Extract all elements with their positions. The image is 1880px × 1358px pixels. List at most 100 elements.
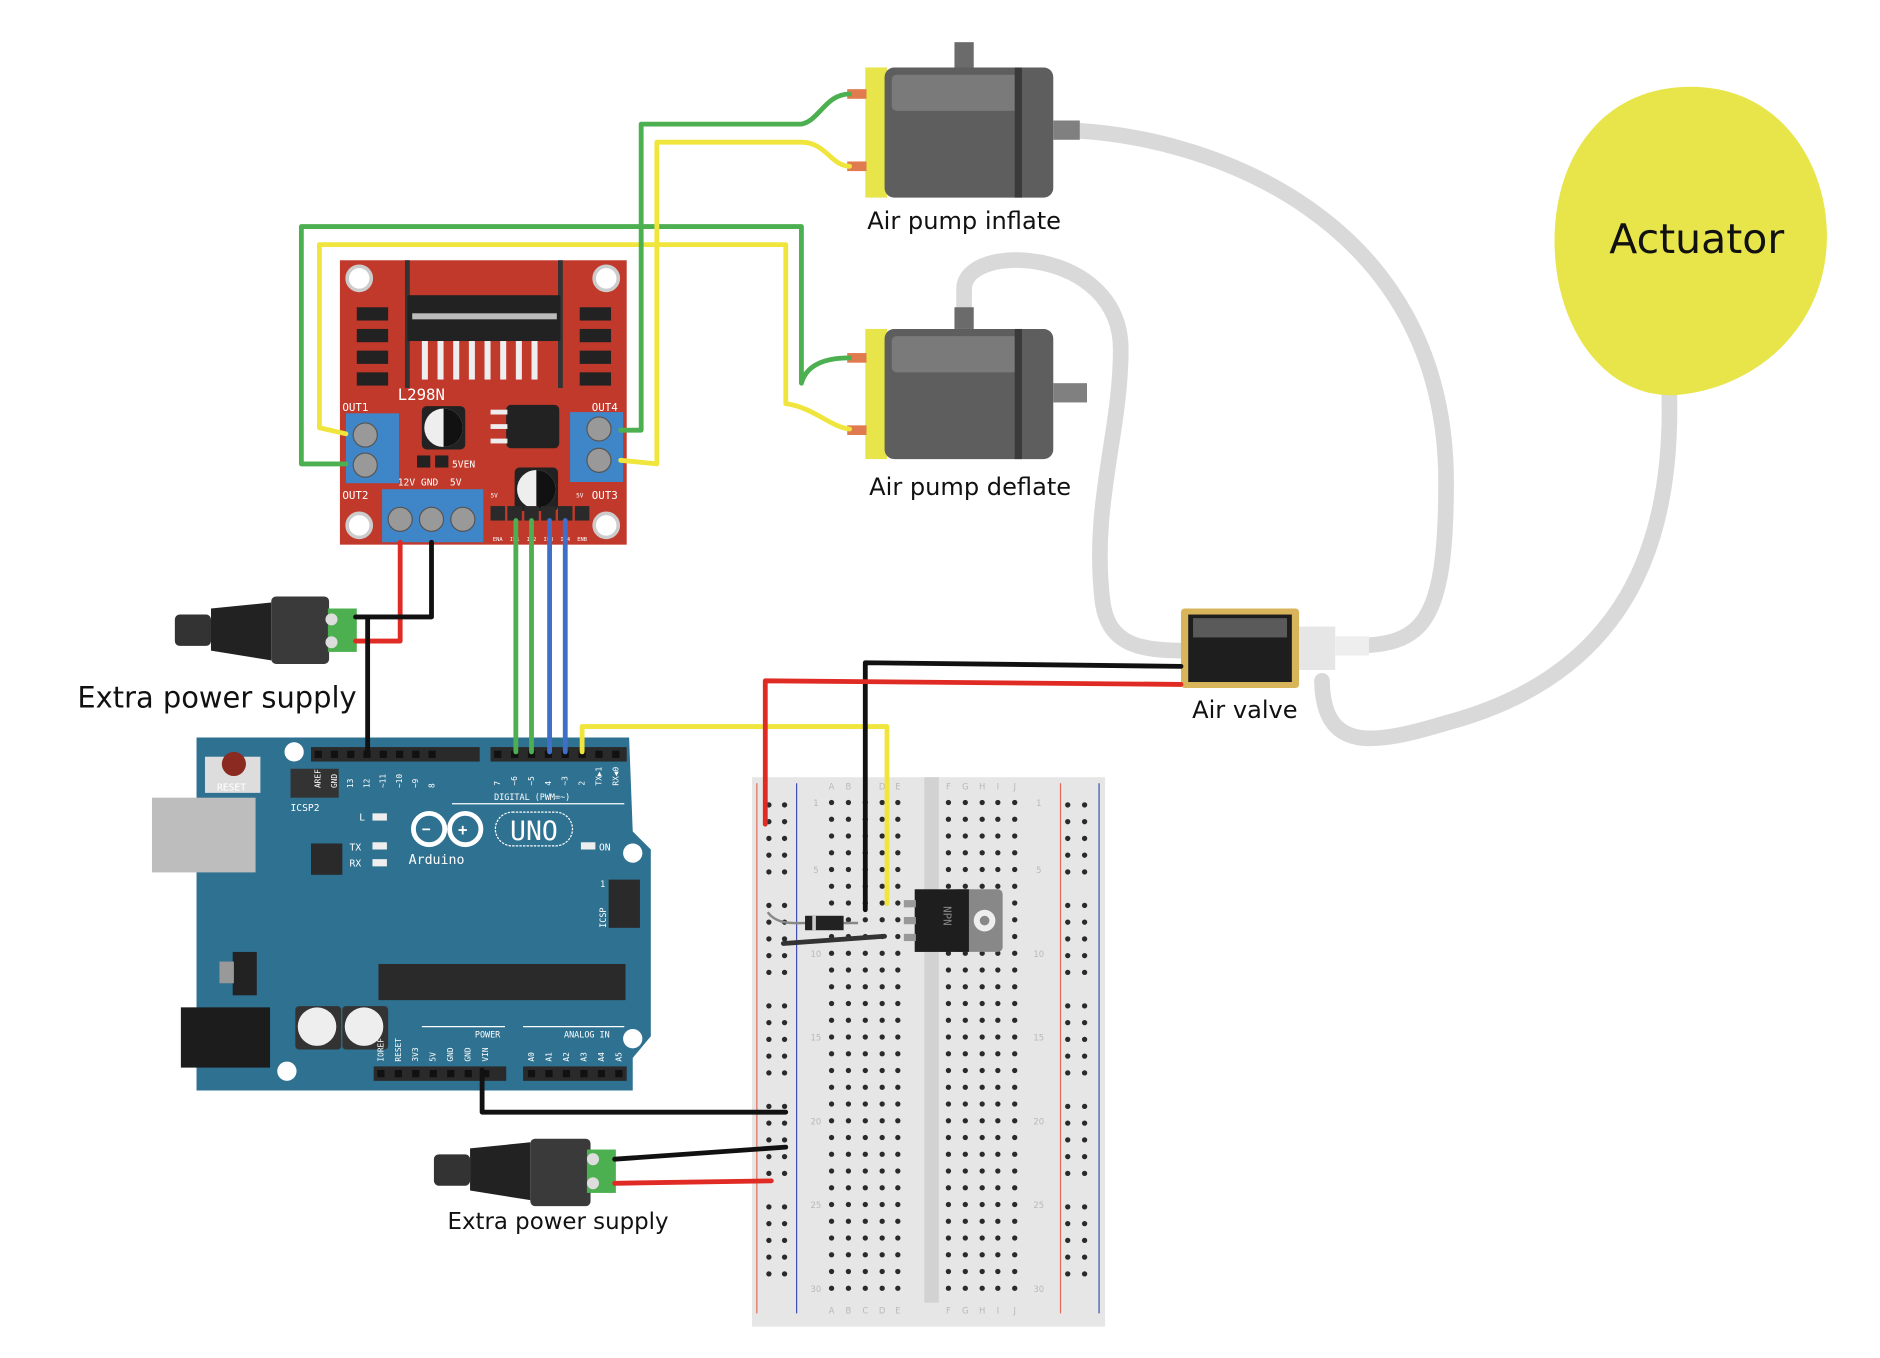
breadboard-hole[interactable] (862, 1168, 868, 1174)
rail-hole[interactable] (1081, 919, 1088, 925)
breadboard-hole[interactable] (995, 1034, 1001, 1040)
rail-hole[interactable] (1081, 1103, 1088, 1110)
breadboard-hole[interactable] (845, 1034, 852, 1040)
rail-hole[interactable] (1065, 1020, 1071, 1026)
breadboard-hole[interactable] (895, 1218, 901, 1224)
breadboard-hole[interactable] (862, 1034, 868, 1040)
breadboard-hole[interactable] (895, 1285, 901, 1291)
breadboard-hole[interactable] (945, 1285, 952, 1291)
rail-hole[interactable] (766, 1053, 772, 1059)
breadboard-hole[interactable] (879, 967, 885, 973)
breadboard-hole[interactable] (845, 1051, 852, 1057)
rail-hole[interactable] (1081, 1271, 1088, 1277)
breadboard-hole[interactable] (995, 850, 1001, 856)
breadboard-hole[interactable] (945, 816, 952, 822)
rail-hole[interactable] (1065, 819, 1071, 825)
breadboard-hole[interactable] (828, 1151, 835, 1157)
breadboard-hole[interactable] (1012, 1084, 1018, 1090)
rail-hole[interactable] (781, 1036, 788, 1043)
breadboard-hole[interactable] (995, 1151, 1001, 1157)
rail-hole[interactable] (1081, 869, 1088, 875)
breadboard-hole[interactable] (945, 866, 952, 873)
rail-hole[interactable] (766, 1003, 772, 1009)
breadboard-hole[interactable] (1012, 833, 1018, 839)
breadboard-hole[interactable] (895, 1067, 901, 1074)
breadboard-hole[interactable] (895, 850, 901, 856)
breadboard-hole[interactable] (862, 1000, 868, 1007)
breadboard-hole[interactable] (895, 1252, 901, 1258)
breadboard-hole[interactable] (962, 816, 968, 822)
breadboard-hole[interactable] (995, 1084, 1001, 1090)
rail-hole[interactable] (1081, 1153, 1088, 1160)
breadboard-hole[interactable] (862, 984, 868, 990)
rail-hole[interactable] (1065, 1036, 1071, 1043)
breadboard-hole[interactable] (962, 984, 968, 990)
breadboard-hole[interactable] (879, 1168, 885, 1174)
rail-hole[interactable] (781, 1204, 788, 1210)
breadboard-hole[interactable] (945, 1185, 952, 1191)
breadboard-hole[interactable] (945, 1101, 952, 1107)
breadboard-hole[interactable] (945, 967, 952, 973)
breadboard-hole[interactable] (979, 883, 985, 889)
rail-hole[interactable] (1065, 852, 1071, 858)
rail-hole[interactable] (1081, 969, 1088, 976)
rail-hole[interactable] (766, 1153, 772, 1160)
breadboard-hole[interactable] (945, 984, 952, 990)
breadboard-hole[interactable] (862, 1051, 868, 1057)
breadboard-hole[interactable] (979, 1051, 985, 1057)
breadboard-hole[interactable] (879, 1051, 885, 1057)
rail-hole[interactable] (1081, 1120, 1088, 1126)
rail-hole[interactable] (766, 1170, 772, 1177)
rail-hole[interactable] (1081, 1220, 1088, 1227)
rail-hole[interactable] (766, 1137, 772, 1143)
rail-hole[interactable] (766, 852, 772, 858)
rail-hole[interactable] (766, 835, 772, 842)
breadboard-hole[interactable] (845, 1118, 852, 1124)
rail-hole[interactable] (1081, 1137, 1088, 1143)
rail-hole[interactable] (1081, 835, 1088, 842)
rail-hole[interactable] (1065, 1170, 1071, 1177)
rail-hole[interactable] (781, 936, 788, 942)
breadboard-hole[interactable] (895, 1034, 901, 1040)
rail-hole[interactable] (1081, 1170, 1088, 1177)
breadboard-hole[interactable] (1012, 1218, 1018, 1224)
breadboard-hole[interactable] (995, 833, 1001, 839)
breadboard-hole[interactable] (845, 883, 852, 889)
rail-hole[interactable] (766, 1271, 772, 1277)
rail-hole[interactable] (766, 902, 772, 909)
breadboard-hole[interactable] (1012, 1235, 1018, 1241)
breadboard-hole[interactable] (945, 1168, 952, 1174)
breadboard-hole[interactable] (1012, 1051, 1018, 1057)
breadboard-hole[interactable] (995, 1185, 1001, 1191)
rail-hole[interactable] (1065, 1153, 1071, 1160)
breadboard-hole[interactable] (879, 1235, 885, 1241)
breadboard-hole[interactable] (845, 816, 852, 822)
breadboard-hole[interactable] (995, 984, 1001, 990)
breadboard-hole[interactable] (962, 1151, 968, 1157)
breadboard-hole[interactable] (1012, 950, 1018, 956)
breadboard-hole[interactable] (1012, 1201, 1018, 1208)
breadboard-hole[interactable] (979, 1218, 985, 1224)
rail-hole[interactable] (1065, 1103, 1071, 1110)
breadboard-hole[interactable] (979, 984, 985, 990)
rail-hole[interactable] (1065, 1070, 1071, 1076)
breadboard-hole[interactable] (828, 816, 835, 822)
breadboard-hole[interactable] (945, 1134, 952, 1141)
breadboard-hole[interactable] (1012, 1185, 1018, 1191)
breadboard-hole[interactable] (1012, 1101, 1018, 1107)
breadboard-hole[interactable] (945, 883, 952, 889)
breadboard-hole[interactable] (962, 1252, 968, 1258)
breadboard-hole[interactable] (879, 1151, 885, 1157)
breadboard-hole[interactable] (895, 1201, 901, 1208)
breadboard-hole[interactable] (845, 984, 852, 990)
breadboard-hole[interactable] (895, 1268, 901, 1275)
breadboard-hole[interactable] (879, 1000, 885, 1007)
rail-hole[interactable] (1081, 1204, 1088, 1210)
breadboard-hole[interactable] (879, 1101, 885, 1107)
breadboard-hole[interactable] (845, 1017, 852, 1023)
breadboard-hole[interactable] (979, 1285, 985, 1291)
breadboard-hole[interactable] (979, 1185, 985, 1191)
breadboard-hole[interactable] (995, 1000, 1001, 1007)
breadboard-hole[interactable] (862, 1185, 868, 1191)
breadboard-hole[interactable] (895, 1168, 901, 1174)
